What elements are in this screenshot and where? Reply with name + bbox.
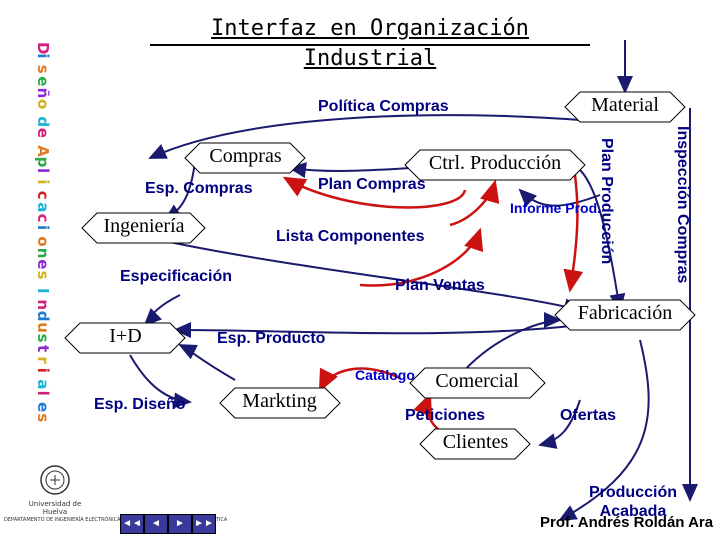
node-material: Material xyxy=(591,94,659,116)
label-inspeccion-compras: Inspección Compras xyxy=(674,126,691,284)
previous-slide-icon[interactable]: ◄ xyxy=(144,514,168,534)
arrow-red-catalogo-markting xyxy=(318,367,401,393)
label-ofertas: Ofertas xyxy=(560,407,617,424)
side-title-letter: c xyxy=(34,191,52,200)
label-plan-ventas: Plan Ventas xyxy=(395,277,485,294)
node-fabricacion-shape xyxy=(554,299,696,331)
arrow-politica-compras xyxy=(148,114,581,159)
arrow-informe-prod xyxy=(518,188,601,207)
side-title-letter: s xyxy=(34,65,52,74)
arrow-especificacion xyxy=(143,294,181,327)
side-title-letter: s xyxy=(34,413,52,422)
side-title-letter: i xyxy=(34,179,52,184)
side-title-letter: r xyxy=(34,356,52,364)
side-title-letter: n xyxy=(34,248,52,259)
side-title-letter: c xyxy=(34,214,52,223)
node-material-shape xyxy=(564,91,686,123)
slide-title: Interfaz en Organización Industrial xyxy=(150,14,590,71)
side-title-letter: e xyxy=(34,402,52,412)
node-clientes: Clientes xyxy=(442,431,509,453)
arrow-red-lista-ctrl xyxy=(449,179,500,227)
last-slide-icon[interactable]: ►► xyxy=(192,514,216,534)
side-title-letter: l xyxy=(34,391,52,396)
label-informe-prod: Informe Prod. xyxy=(510,200,602,216)
next-slide-icon[interactable]: ► xyxy=(168,514,192,534)
arrow-red-plan-ventas xyxy=(359,227,484,287)
side-title-letter: e xyxy=(34,128,52,138)
label-lista-componentes: Lista Componentes xyxy=(276,228,425,245)
arrow-red-fabricacion-ctrl xyxy=(563,174,584,293)
side-title-letter: o xyxy=(34,236,52,246)
arrow-plan-produccion xyxy=(579,169,626,312)
side-title-letter: o xyxy=(34,99,52,109)
node-markting-shape xyxy=(219,387,341,419)
side-title-letter: A xyxy=(34,145,52,157)
side-title-letter: u xyxy=(34,322,52,333)
side-title-letter: i xyxy=(34,225,52,230)
side-title-letter: i xyxy=(34,368,52,373)
side-title-letter: d xyxy=(34,116,52,127)
side-title-letter: a xyxy=(34,202,52,212)
arrow-produccion-acabada xyxy=(558,339,650,521)
label-catalogo: Catálogo xyxy=(355,367,415,383)
side-title-letter: ñ xyxy=(34,88,52,99)
arrow-red-ctrl-compras xyxy=(282,176,467,209)
side-title-letter: i xyxy=(34,53,52,58)
node-comercial-shape xyxy=(409,367,546,399)
first-slide-icon[interactable]: ◄◄ xyxy=(120,514,144,534)
arrow-markting-id xyxy=(178,344,236,381)
arrow-plan-compras xyxy=(288,162,411,179)
side-title-letter: d xyxy=(34,311,52,322)
side-title-letter: a xyxy=(34,379,52,389)
arrow-esp-diseno xyxy=(129,354,192,409)
node-compras: Compras xyxy=(209,145,282,167)
node-ingenieria: Ingeniería xyxy=(103,215,185,237)
side-title-letter: s xyxy=(34,271,52,280)
label-esp-producto: Esp. Producto xyxy=(217,330,326,347)
side-title-letter: e xyxy=(34,76,52,86)
label-politica-compras: Política Compras xyxy=(318,98,449,115)
label-especificacion: Especificación xyxy=(120,268,233,285)
label-esp-compras: Esp. Compras xyxy=(145,180,253,197)
side-title-letter: l xyxy=(34,168,52,173)
node-ingenieria-shape xyxy=(81,212,206,244)
node-comercial: Comercial xyxy=(435,370,519,392)
node-ctrl-produccion-shape xyxy=(404,149,586,181)
node-compras-shape xyxy=(184,142,306,174)
label-plan-compras: Plan Compras xyxy=(318,176,426,193)
author-name: Prof. Andrés Roldán Ara xyxy=(540,514,714,531)
university-name: Universidad de Huelva xyxy=(28,500,82,516)
node-id-shape xyxy=(64,322,186,354)
side-title-letter: p xyxy=(34,157,52,168)
node-fabricacion: Fabricación xyxy=(577,302,673,324)
node-id: I+D xyxy=(109,325,142,347)
side-title-letter: D xyxy=(34,42,52,54)
node-ctrl-produccion: Ctrl. Producción xyxy=(428,152,562,174)
university-seal-icon xyxy=(40,465,70,495)
side-title-letter: s xyxy=(34,334,52,343)
side-title-letter: I xyxy=(34,288,52,294)
department-name: DEPARTAMENTO DE INGENIERÍA ELECTRÓNICA, … xyxy=(4,517,228,523)
arrow-lista-componentes xyxy=(159,239,582,314)
label-plan-produccion: Plan Producción xyxy=(598,138,615,265)
arrow-ofertas xyxy=(538,399,581,449)
side-title-letter: t xyxy=(34,345,52,352)
label-esp-diseno: Esp. Diseño xyxy=(94,396,186,413)
side-title-letter: e xyxy=(34,259,52,269)
side-title-letter: n xyxy=(34,299,52,310)
node-markting: Markting xyxy=(242,390,317,412)
node-clientes-shape xyxy=(419,428,531,460)
arrow-esp-producto xyxy=(173,322,581,339)
label-produccion-acabada: Producción Acabada xyxy=(588,484,677,520)
label-peticiones: Peticiones xyxy=(405,407,486,424)
